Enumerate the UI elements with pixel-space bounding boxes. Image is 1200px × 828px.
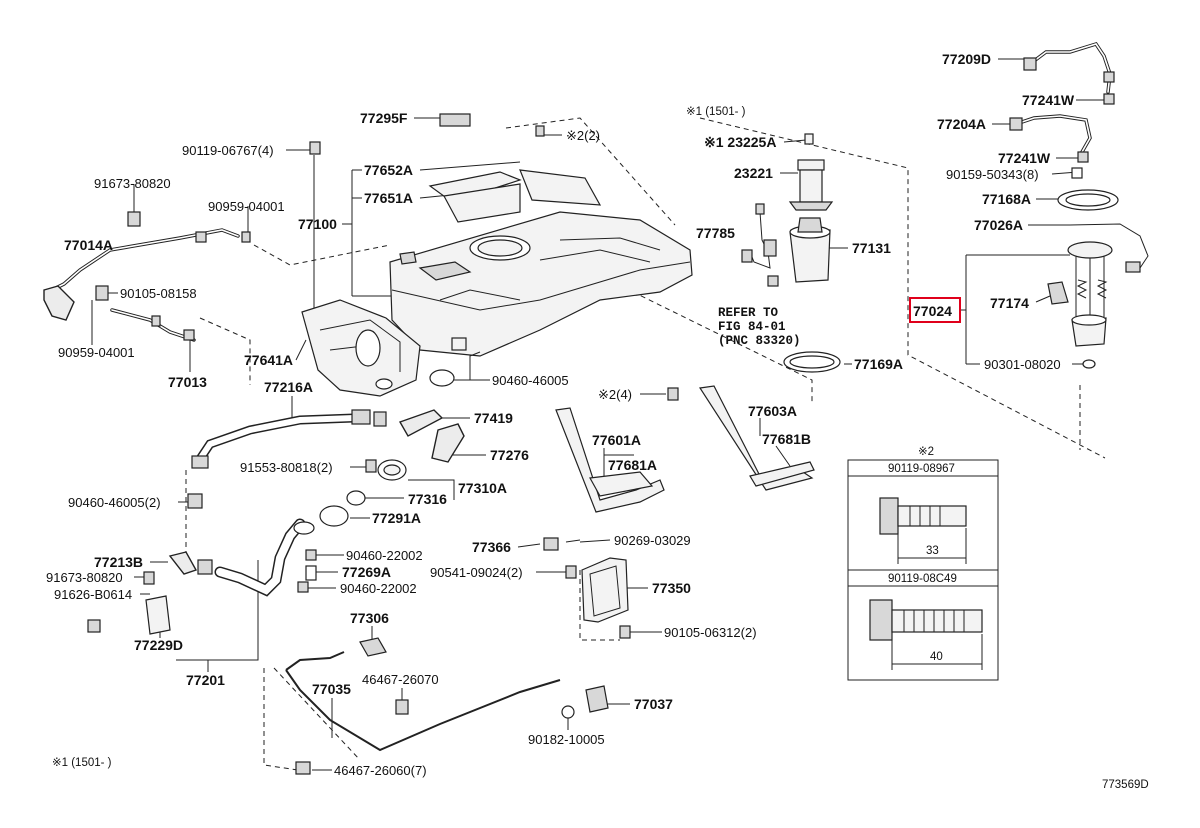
label-77204A: 77204A (937, 116, 986, 132)
label-77295F: 77295F (360, 110, 408, 126)
refer-to-line3: (PNC 83320) (718, 334, 801, 348)
label-77366: 77366 (472, 539, 511, 555)
label-90460-46005-b: 90460-46005(2) (68, 495, 161, 510)
label-77419: 77419 (474, 410, 513, 426)
label-90460-22002-b: 90460-22002 (340, 581, 417, 596)
bolt-table-row1-part: 90119-08967 (888, 463, 955, 475)
label-91626-B0614: 91626-B0614 (54, 587, 132, 602)
label-91673-80820-b: 91673-80820 (46, 570, 123, 585)
label-77681A: 77681A (608, 457, 657, 473)
label-90119-06767: 90119-06767(4) (182, 143, 274, 158)
label-77276: 77276 (490, 447, 529, 463)
label-77035: 77035 (312, 681, 351, 697)
label-77681B: 77681B (762, 431, 811, 447)
label-77601A: 77601A (592, 432, 641, 448)
bolt-table-row2-length: 40 (930, 651, 943, 663)
label-77201: 77201 (186, 672, 225, 688)
bolt-table-row1-length: 33 (926, 545, 939, 557)
label-90182-10005: 90182-10005 (528, 732, 605, 747)
label-77174: 77174 (990, 295, 1029, 311)
label-46467-26060: 46467-26060(7) (334, 763, 427, 778)
label-90105-06312: 90105-06312(2) (664, 625, 757, 640)
label-77641A: 77641A (244, 352, 293, 368)
label-90959-04001-a: 90959-04001 (208, 199, 285, 214)
label-77216A: 77216A (264, 379, 313, 395)
label-77291A: 77291A (372, 510, 421, 526)
label-77350: 77350 (652, 580, 691, 596)
refer-to-line2: FIG 84-01 (718, 320, 786, 334)
label-77014A: 77014A (64, 237, 113, 253)
label-90301-08020: 90301-08020 (984, 357, 1061, 372)
tank-protector (301, 299, 421, 397)
dashed-group-outlines (185, 117, 1106, 771)
label-90541-09024: 90541-09024(2) (430, 565, 523, 580)
note-bottom: ※1 (1501- ) (52, 757, 112, 769)
breather-pipes (43, 211, 251, 342)
label-91673-80820-a: 91673-80820 (94, 176, 171, 191)
label-90460-46005-a: 90460-46005 (492, 373, 569, 388)
label-77310A: 77310A (458, 480, 507, 496)
label-77269A: 77269A (342, 564, 391, 580)
label-90159-50343: 90159-50343(8) (946, 167, 1039, 182)
bolts (309, 113, 545, 155)
bolt-spec-table (847, 459, 999, 681)
label-23221: 23221 (734, 165, 773, 181)
label-77168A: 77168A (982, 191, 1031, 207)
highlight-box-77024 (909, 297, 961, 323)
note-top: ※1 (1501- ) (686, 106, 746, 118)
label-77603A: 77603A (748, 403, 797, 419)
label-2-4: ※2(4) (598, 387, 632, 402)
label-91553-80818: 91553-80818(2) (240, 460, 333, 475)
label-77652A: 77652A (364, 162, 413, 178)
label-77026A: 77026A (974, 217, 1023, 233)
part-labels: ※1 (1501- ) ※1 (1501- ) 773569D REFER TO… (46, 51, 1149, 791)
label-23225A: ※1 23225A (704, 134, 776, 150)
label-77013: 77013 (168, 374, 207, 390)
label-77024: 77024 (913, 303, 952, 319)
label-77241W-b: 77241W (998, 150, 1051, 166)
bolt-table-row2-part: 90119-08C49 (888, 573, 957, 585)
bolt-table-title: ※2 (918, 446, 934, 458)
label-2-2: ※2(2) (566, 128, 600, 143)
label-77241W-a: 77241W (1022, 92, 1075, 108)
label-90460-22002-a: 90460-22002 (346, 548, 423, 563)
label-77100: 77100 (298, 216, 337, 232)
fuel-tank (389, 169, 693, 380)
label-46467-26070: 46467-26070 (362, 672, 439, 687)
label-77785: 77785 (696, 225, 735, 241)
label-77306: 77306 (350, 610, 389, 626)
diagram-id: 773569D (1102, 779, 1149, 791)
label-77037: 77037 (634, 696, 673, 712)
label-90959-04001-b: 90959-04001 (58, 345, 135, 360)
filler-pipe-hoses (87, 369, 465, 635)
label-77169A: 77169A (854, 356, 903, 372)
fuel-pump-assembly (741, 133, 841, 373)
label-77209D: 77209D (942, 51, 991, 67)
refer-to-line1: REFER TO (718, 306, 779, 320)
label-77131: 77131 (852, 240, 891, 256)
fuel-sender-assembly (1009, 41, 1149, 369)
label-90105-08158: 90105-08158 (120, 286, 197, 301)
label-77651A: 77651A (364, 190, 413, 206)
label-77316: 77316 (408, 491, 447, 507)
label-90269-03029: 90269-03029 (614, 533, 691, 548)
label-77213B: 77213B (94, 554, 143, 570)
label-77229D: 77229D (134, 637, 183, 653)
fuel-door (543, 537, 631, 639)
tank-bands (555, 385, 815, 513)
fuel-door-cable (285, 637, 609, 775)
